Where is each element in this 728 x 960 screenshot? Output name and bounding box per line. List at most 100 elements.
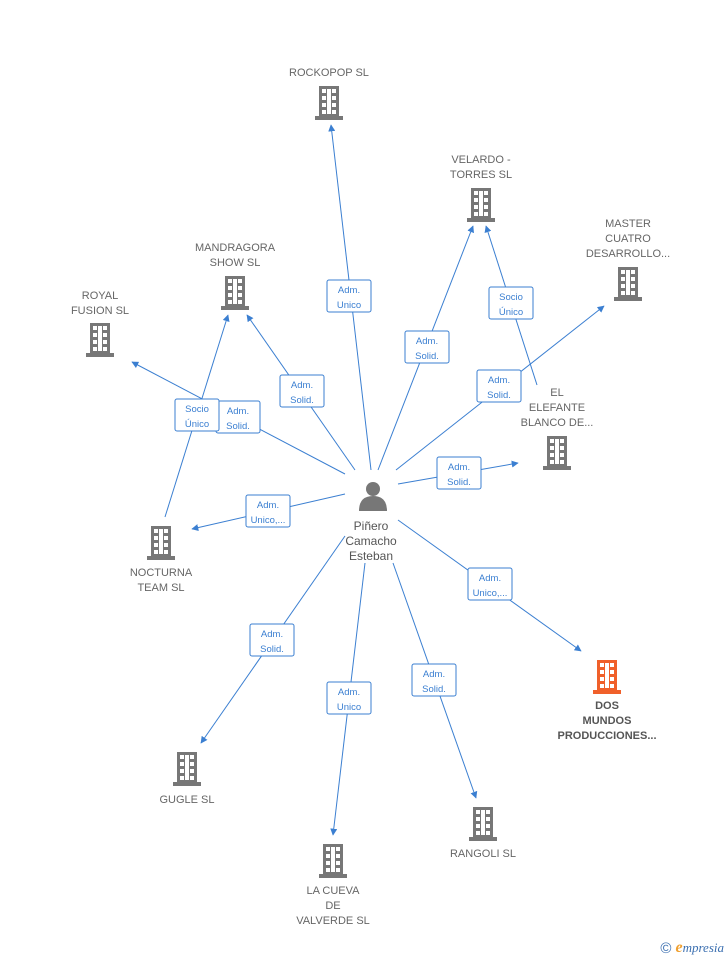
building-icon [319, 844, 347, 878]
company-label: MUNDOS [583, 715, 632, 727]
relation-text: Único [499, 307, 523, 318]
relation-label-velardo[interactable]: Adm. Solid. [404, 330, 450, 364]
building-icon [467, 188, 495, 222]
relation-text: Adm. [448, 462, 470, 473]
building-icon [147, 526, 175, 560]
relation-label-master[interactable]: Adm. Solid. [476, 369, 522, 403]
building-icon [543, 436, 571, 470]
relation-box [174, 398, 220, 432]
relation-text: Solid. [447, 477, 471, 488]
relation-text: Solid. [260, 644, 284, 655]
relation-label-rangoli[interactable]: Adm. Solid. [411, 663, 457, 697]
relation-text: Solid. [415, 351, 439, 362]
company-label: ELEFANTE [529, 402, 585, 414]
relation-label-elefante[interactable]: Adm. Solid. [436, 456, 482, 490]
relation-text: Adm. [423, 669, 445, 680]
company-node-royal[interactable]: ROYAL FUSION SL [71, 290, 129, 357]
company-node-velardo[interactable]: VELARDO - TORRES SL [450, 154, 512, 222]
building-icon [86, 323, 114, 357]
relation-label-dosmundos[interactable]: Adm.Unico,... [467, 567, 513, 601]
relation-box [476, 369, 522, 403]
relation-label-royal[interactable]: Adm. Solid. [215, 400, 261, 434]
company-label: ROCKOPOP SL [289, 67, 369, 79]
relation-box [436, 456, 482, 490]
relation-text: Único [185, 419, 209, 430]
company-node-mandragora[interactable]: MANDRAGORA SHOW SL [195, 242, 276, 310]
relation-text: Adm. [227, 406, 249, 417]
relation-label-rockopop[interactable]: Adm. Unico [326, 279, 372, 313]
company-label: ROYAL [82, 290, 118, 302]
relation-text: Unico,... [251, 515, 286, 526]
person-name: Esteban [349, 549, 393, 563]
relation-text: Socio [499, 292, 523, 303]
building-icon [173, 752, 201, 786]
relation-text: Adm. [291, 380, 313, 391]
company-label: MASTER [605, 218, 651, 230]
relation-text: Adm. [479, 573, 501, 584]
edges-layer [131, 124, 605, 836]
company-node-master[interactable]: MASTER CUATRO DESARROLLO... [586, 218, 670, 301]
relation-text: Solid. [422, 684, 446, 695]
relation-text: Adm. [257, 500, 279, 511]
person-icon [359, 482, 387, 511]
relation-box [326, 279, 372, 313]
relation-label-mandragora[interactable]: Adm. Solid. [279, 374, 325, 408]
building-icon [221, 276, 249, 310]
relation-text: Adm. [338, 285, 360, 296]
company-label: NOCTURNA [130, 567, 193, 579]
relation-box [326, 681, 372, 715]
relation-label-cueva[interactable]: Adm. Unico [326, 681, 372, 715]
relation-box [404, 330, 450, 364]
relation-text: Unico [337, 300, 361, 311]
brand-logo: empresia [675, 939, 724, 956]
company-label: RANGOLI SL [450, 848, 516, 860]
person-name: Piñero [354, 519, 389, 533]
relation-box [488, 286, 534, 320]
company-label: DESARROLLO... [586, 248, 670, 260]
company-label: LA CUEVA [307, 885, 361, 897]
relation-text: Socio [185, 404, 209, 415]
relation-text: Solid. [290, 395, 314, 406]
relation-box [279, 374, 325, 408]
relation-text: Adm. [338, 687, 360, 698]
company-node-gugle[interactable]: GUGLE SL [159, 752, 215, 806]
relation-box [467, 567, 513, 601]
relation-text: Unico [337, 702, 361, 713]
relation-text: Solid. [487, 390, 511, 401]
company-label: CUATRO [605, 233, 651, 245]
company-node-rangoli[interactable]: RANGOLI SL [450, 807, 516, 860]
relation-label-nocturna[interactable]: Adm. Unico,... [245, 494, 291, 528]
company-label: MANDRAGORA [195, 242, 276, 254]
company-node-rockopop[interactable]: ROCKOPOP SL [289, 67, 369, 120]
relation-text: Adm. [416, 336, 438, 347]
company-label: BLANCO DE... [521, 417, 594, 429]
building-icon [315, 86, 343, 120]
company-label: TORRES SL [450, 169, 512, 181]
relation-label-gugle[interactable]: Adm.Solid. [249, 623, 295, 657]
copyright-icon: © [660, 939, 672, 957]
nodes-layer: ROCKOPOP SL VELARDO - TORRES SL MASTER CUATR… [71, 67, 670, 927]
relation-labels-layer: Adm.UnicoAdm.Solid.Adm.Solid.Adm.Solid.A… [174, 279, 534, 715]
company-label: SHOW SL [210, 257, 261, 269]
company-node-dosmundos[interactable]: DOSMUNDOSPRODUCCIONES... [557, 660, 657, 742]
company-label: GUGLE SL [159, 794, 214, 806]
company-label: VELARDO - [451, 154, 511, 166]
building-icon [593, 660, 621, 694]
company-label: DE [325, 900, 340, 912]
relation-text: Adm. [488, 375, 510, 386]
company-node-elefante[interactable]: EL ELEFANTE BLANCO DE... [521, 387, 594, 470]
brand-footer[interactable]: © empresia [660, 938, 724, 958]
building-icon [614, 267, 642, 301]
relation-text: Solid. [226, 421, 250, 432]
person-name: Camacho [345, 534, 397, 548]
company-label: EL [550, 387, 563, 399]
building-icon [469, 807, 497, 841]
relation-box [249, 623, 295, 657]
company-label: FUSION SL [71, 305, 129, 317]
